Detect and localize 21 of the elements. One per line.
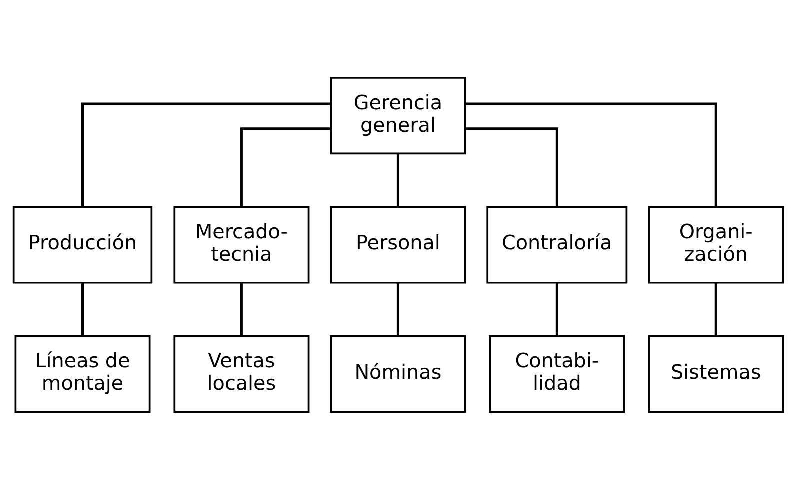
node-box: Organi- zación: [648, 206, 784, 284]
node-box: Producción: [12, 206, 153, 284]
connector: [240, 282, 243, 336]
node-box: Sistemas: [648, 334, 784, 412]
node-box: Gerencia general: [330, 76, 466, 154]
node-box: Personal: [330, 206, 466, 284]
connector: [714, 282, 718, 336]
connector: [556, 282, 558, 336]
node-box: Contabi- lidad: [489, 334, 626, 412]
node-box: Contraloría: [486, 206, 628, 284]
connector: [396, 153, 400, 206]
connector: [466, 127, 558, 206]
connector: [466, 102, 718, 206]
node-box: Ventas locales: [174, 334, 310, 412]
connector: [240, 127, 331, 206]
connector: [82, 102, 331, 206]
connector: [82, 282, 84, 336]
node-box: Líneas de montaje: [14, 334, 151, 412]
connector: [396, 282, 400, 336]
node-box: Mercado- tecnia: [174, 206, 310, 284]
node-box: Nóminas: [330, 334, 466, 412]
